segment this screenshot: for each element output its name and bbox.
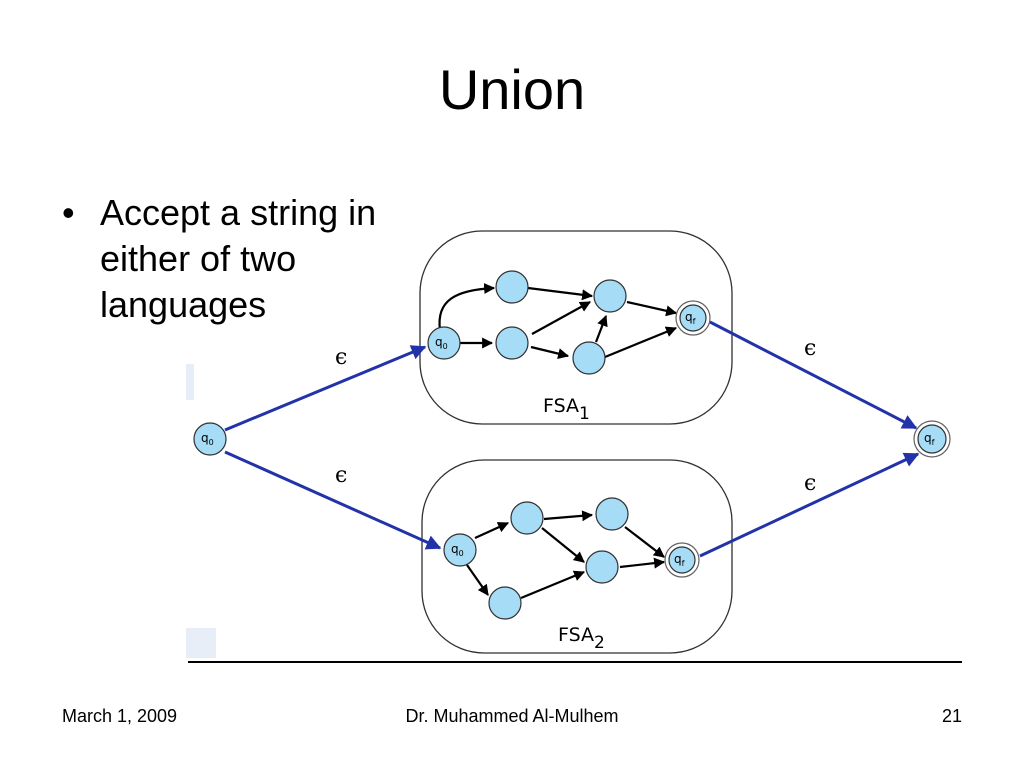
slide-title: Union bbox=[438, 58, 586, 121]
epsilon-label: ϵ bbox=[335, 345, 347, 370]
fsa-name: FSA bbox=[558, 624, 594, 646]
epsilon-label: ϵ bbox=[804, 336, 816, 361]
state-sub: f bbox=[693, 317, 696, 326]
outer-final-state: qf bbox=[913, 420, 951, 458]
state-label: q bbox=[435, 335, 443, 349]
fsa1-state bbox=[495, 326, 529, 360]
epsilon-label: ϵ bbox=[804, 471, 816, 496]
fsa1-label: FSA1 bbox=[543, 395, 590, 424]
bullet-list: • Accept a string in either of two langu… bbox=[62, 190, 422, 328]
state-sub: 0 bbox=[443, 342, 448, 351]
watermark-shape bbox=[186, 628, 216, 658]
fsa1-state bbox=[495, 270, 529, 304]
bullet-dot: • bbox=[62, 192, 75, 233]
state-label: q bbox=[201, 431, 209, 445]
fsa-sub: 2 bbox=[594, 633, 605, 653]
fsa1-start-state: q0 bbox=[427, 326, 461, 360]
page-number: 21 bbox=[941, 706, 962, 726]
fsa1-state bbox=[572, 341, 606, 375]
svg-text:q0: q0 bbox=[201, 431, 214, 447]
fsa2-state bbox=[585, 550, 619, 584]
epsilon-label: ϵ bbox=[335, 463, 347, 488]
fsa1-state bbox=[593, 279, 627, 313]
fsa-sub: 1 bbox=[579, 404, 590, 424]
svg-text:qf: qf bbox=[924, 431, 935, 447]
state-label: q bbox=[685, 310, 693, 324]
state-label: q bbox=[924, 431, 932, 445]
fsa1-final-state: qf bbox=[675, 300, 711, 336]
fsa2-transitions bbox=[466, 510, 666, 600]
fsa2-state bbox=[510, 501, 544, 535]
state-sub: f bbox=[682, 559, 685, 568]
svg-text:q0: q0 bbox=[435, 335, 448, 351]
fsa2-state bbox=[488, 586, 522, 620]
state-sub: f bbox=[932, 438, 935, 447]
svg-text:q0: q0 bbox=[451, 542, 464, 558]
state-sub: 0 bbox=[209, 438, 214, 447]
watermark-shape bbox=[186, 364, 194, 400]
epsilon-transitions bbox=[224, 320, 920, 558]
svg-text:qf: qf bbox=[674, 552, 685, 568]
bullet-item: • Accept a string in either of two langu… bbox=[62, 190, 422, 328]
svg-text:qf: qf bbox=[685, 310, 696, 326]
outer-start-state: q0 bbox=[193, 422, 227, 456]
bullet-text: Accept a string in either of two languag… bbox=[100, 192, 377, 325]
fsa1-transitions bbox=[438, 283, 678, 360]
footer-date: March 1, 2009 bbox=[62, 706, 178, 726]
footer-author: Dr. Muhammed Al-Mulhem bbox=[405, 706, 619, 726]
fsa2-final-state: qf bbox=[664, 542, 700, 578]
fsa2-state bbox=[595, 497, 629, 531]
fsa2-start-state: q0 bbox=[443, 533, 477, 567]
fsa-name: FSA bbox=[543, 395, 579, 417]
state-sub: 0 bbox=[459, 549, 464, 558]
state-label: q bbox=[451, 542, 459, 556]
fsa2-label: FSA2 bbox=[558, 624, 605, 653]
state-label: q bbox=[674, 552, 682, 566]
